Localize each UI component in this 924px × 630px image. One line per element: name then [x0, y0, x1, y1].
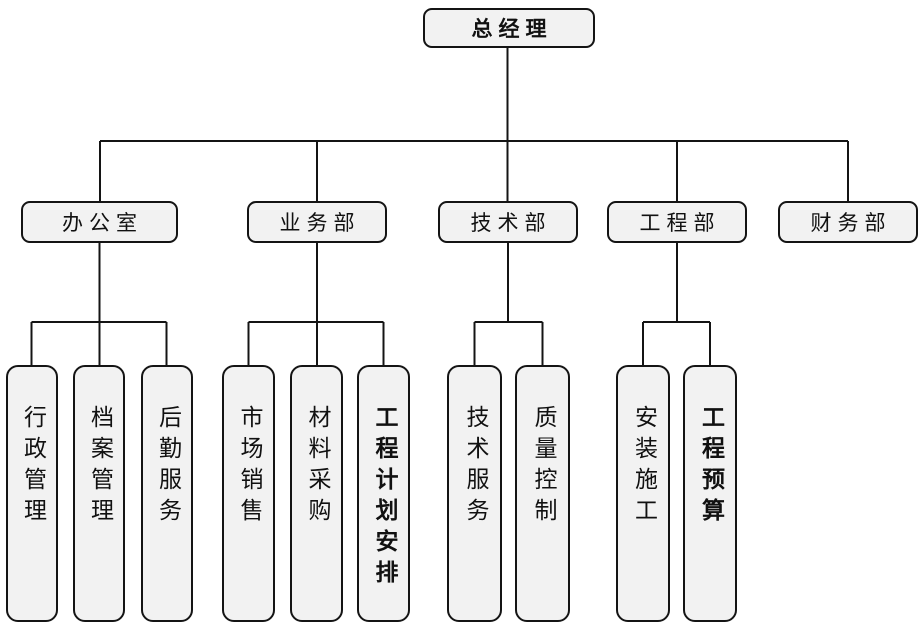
node-technical-service: 技术服务	[447, 365, 502, 622]
node-label: 办公室	[62, 211, 143, 235]
node-label: 安装施工	[630, 405, 657, 529]
node-label: 档案管理	[86, 405, 113, 529]
node-label: 行政管理	[19, 405, 46, 529]
node-admin-management: 行政管理	[6, 365, 58, 622]
node-market-sales: 市场销售	[222, 365, 275, 622]
node-project-budget: 工程预算	[683, 365, 737, 622]
node-business-dept: 业务部	[247, 201, 387, 243]
node-installation-construction: 安装施工	[616, 365, 670, 622]
node-engineering-dept: 工程部	[607, 201, 747, 243]
node-material-procurement: 材料采购	[290, 365, 343, 622]
node-label: 工程预算	[697, 405, 724, 529]
node-label: 业务部	[279, 211, 361, 235]
node-label: 质量控制	[530, 405, 556, 529]
node-finance-dept: 财务部	[778, 201, 918, 243]
node-technical-dept: 技术部	[438, 201, 578, 243]
node-label: 后勤服务	[154, 405, 181, 529]
node-label: 工程部	[639, 211, 721, 235]
node-office: 办公室	[21, 201, 178, 243]
node-label: 财务部	[810, 211, 892, 235]
node-quality-control: 质量控制	[515, 365, 570, 622]
node-general-manager: 总经理	[423, 8, 595, 48]
node-label: 总经理	[471, 17, 553, 41]
node-label: 工程计划安排	[371, 405, 397, 591]
node-label: 材料采购	[304, 405, 330, 529]
node-logistics-service: 后勤服务	[141, 365, 193, 622]
node-label: 技术服务	[462, 405, 488, 529]
node-archive-management: 档案管理	[73, 365, 125, 622]
node-label: 市场销售	[236, 405, 262, 529]
node-label: 技术部	[470, 211, 552, 235]
node-project-planning: 工程计划安排	[357, 365, 410, 622]
